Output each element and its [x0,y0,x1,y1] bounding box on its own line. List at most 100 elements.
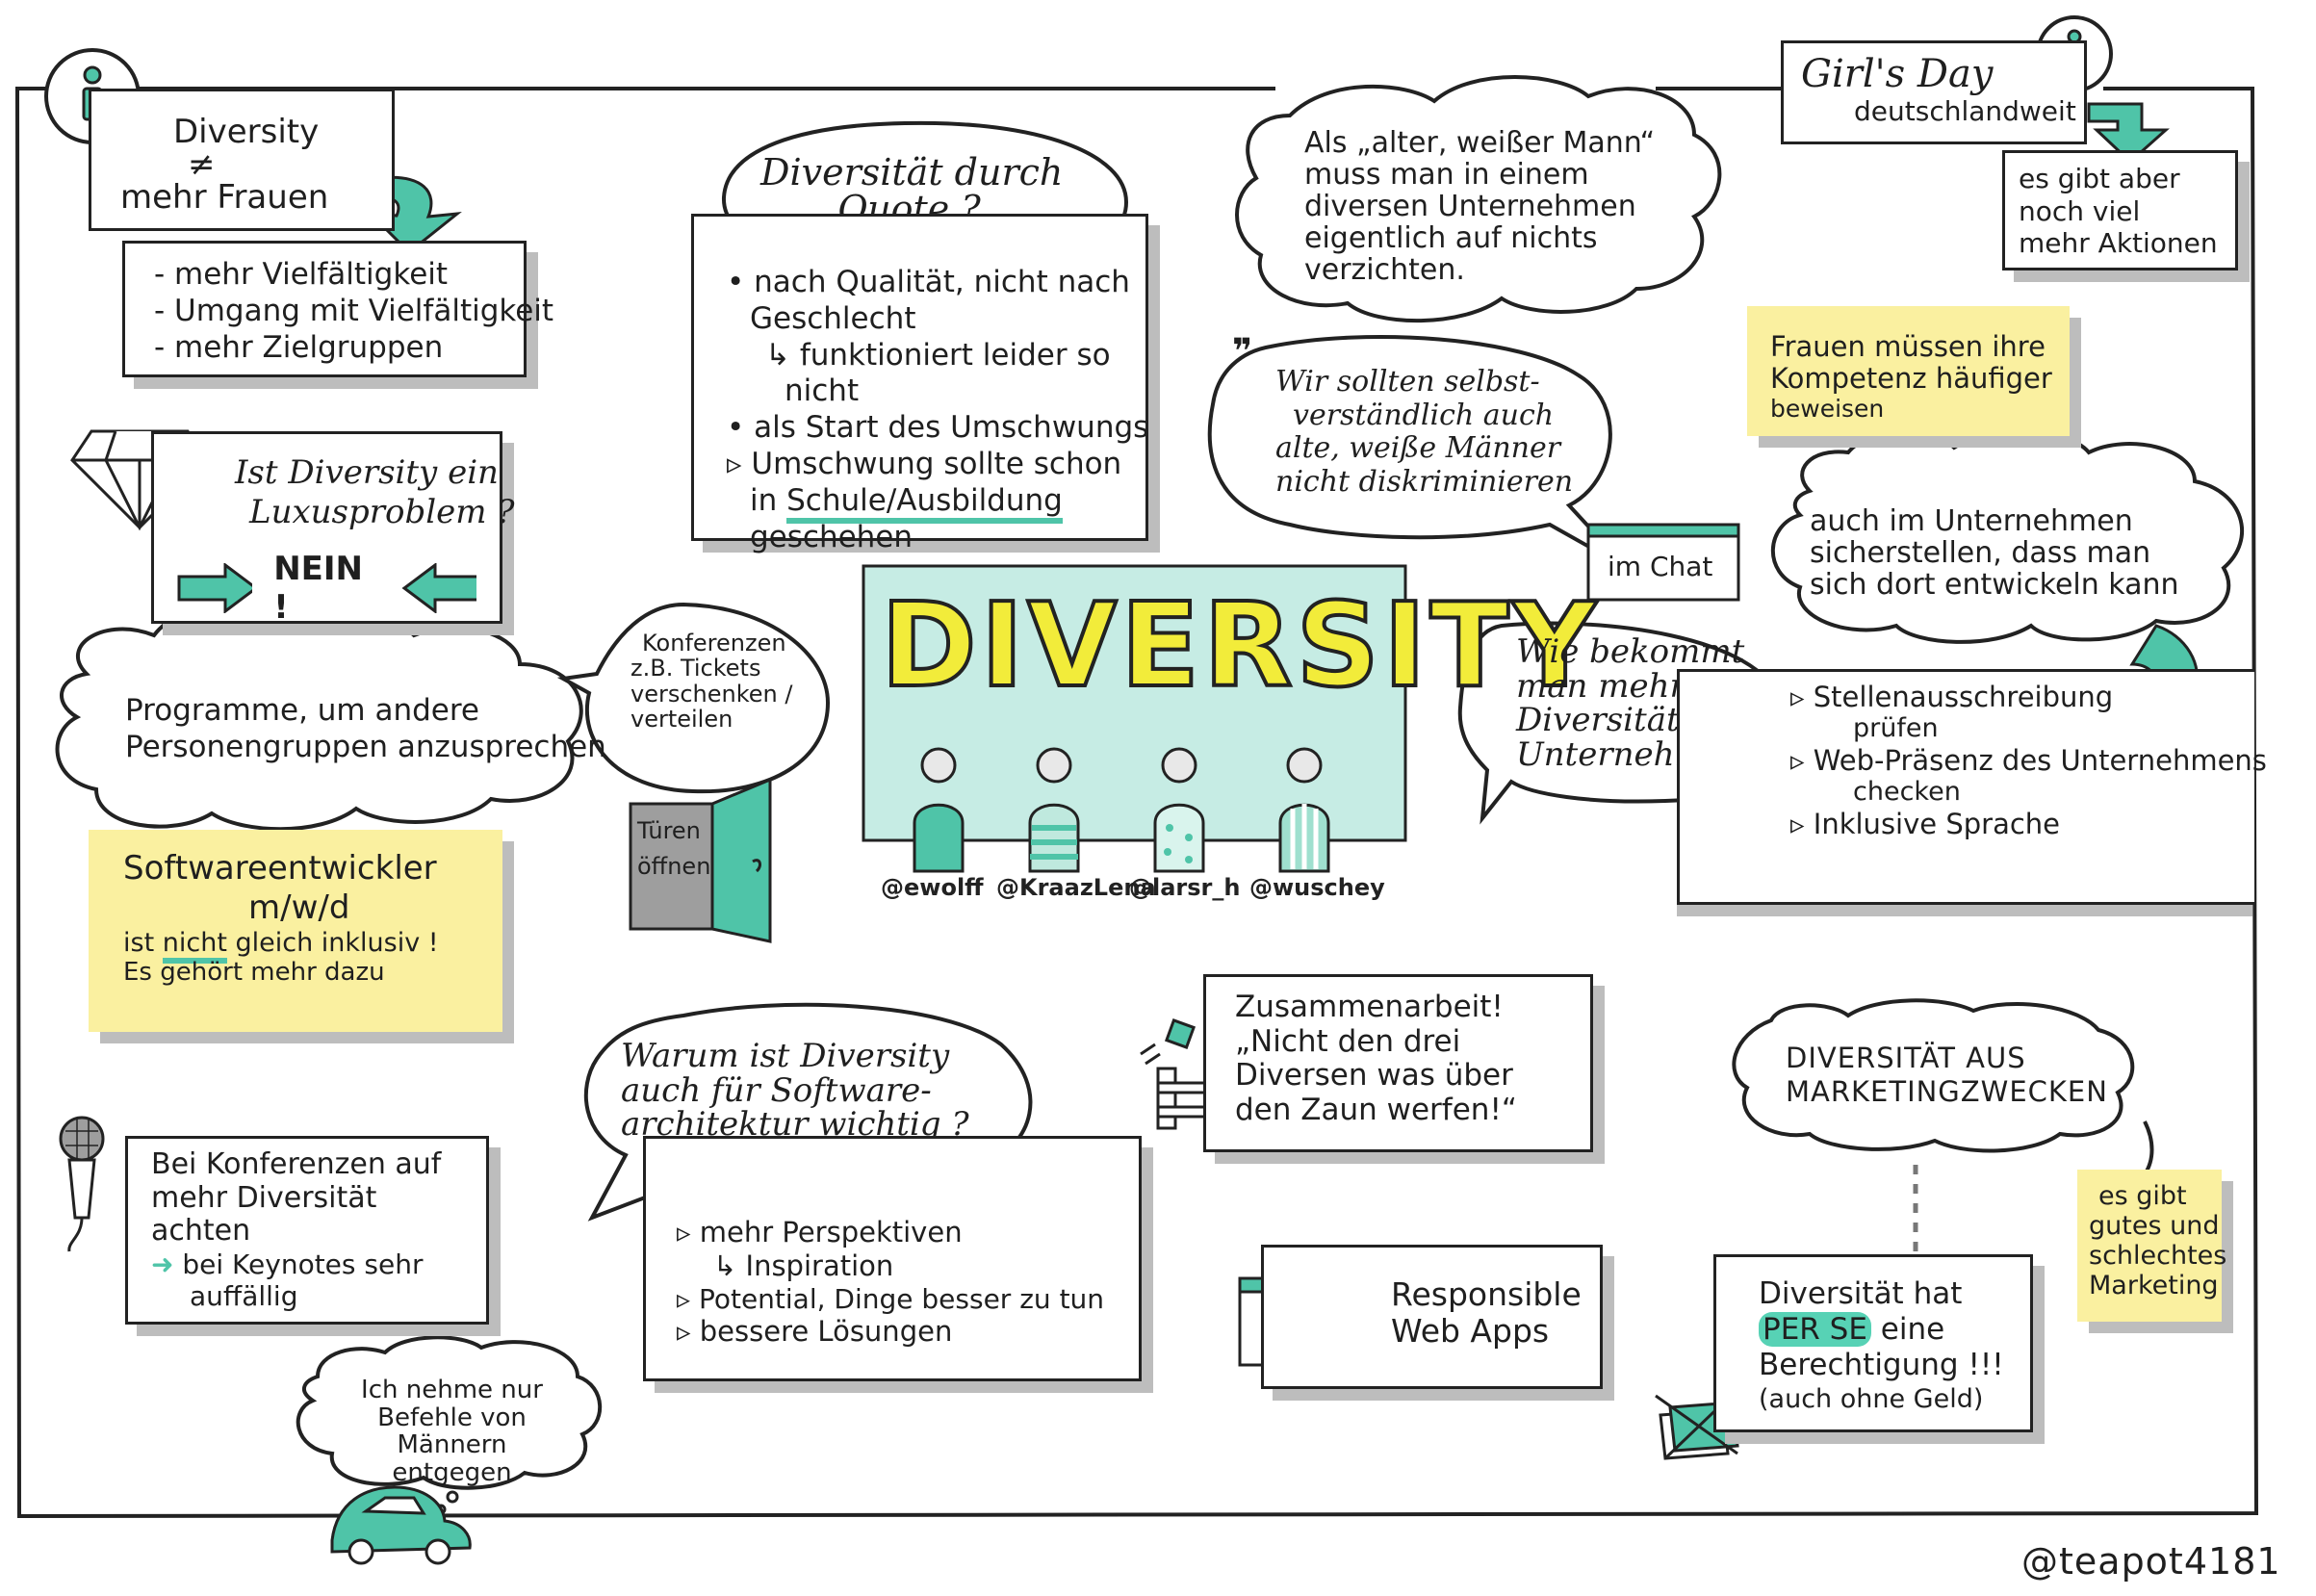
konferenzen-box-line: ➜ bei Keynotes sehr [151,1248,467,1281]
quote-list-item: geschehen [750,519,914,554]
frauen-note: Frauen müssen ihre Kompetenz häufiger be… [1747,306,2070,436]
zusammenarbeit-line: „Nicht den drei [1235,1023,1461,1059]
per-se-line: PER SE eine [1759,1312,2011,1348]
wie-line: Wie bekommt [1516,632,1745,671]
aktionen-box: es gibt aber noch viel mehr Aktionen [2002,150,2238,270]
per-se-highlight: PER SE [1759,1312,1871,1348]
per-se-line: (auch ohne Geld) [1759,1383,1984,1414]
chat-quote-mark: ❞ [1232,332,1253,372]
wie-list-shadow-box: ▹ Stellenausschreibung prüfen ▹ Web-Präs… [1677,669,2267,905]
quote-list-item: nicht [785,373,860,409]
konferenzen-bubble-line: verteilen [630,706,733,734]
chat-quote-line: Wir sollten selbst- [1275,365,1540,399]
luxus-question-line: Luxusproblem ? [249,492,515,531]
alter-mann-line: verzichten. [1304,253,1465,287]
girls-day-subtitle: deutschlandweit [1854,95,2076,127]
zusammenarbeit-line: Diversen was über [1235,1058,1513,1094]
marketing-line: DIVERSITÄT AUS [1786,1042,2026,1074]
software-note: Softwareentwickler m/w/d ist nicht gleic… [89,830,502,1032]
konferenzen-box: Bei Konferenzen auf mehr Diversität acht… [125,1136,489,1325]
programme-line: Programme, um andere [125,693,480,728]
zusammenarbeit-line: den Zaun werfen!“ [1235,1092,1517,1127]
alter-mann-line: eigentlich auf nichts [1304,221,1598,255]
unternehmen-text: auch im Unternehmen sicherstellen, dass … [1810,505,2179,601]
quote-line: Diversität durch [760,151,1064,193]
chat-bubble [1207,335,1629,570]
diversity-list-box: - mehr Vielfältigkeit - Umgang mit Vielf… [122,241,554,377]
handle-kraazlena: @KraazLena [996,874,1156,901]
diversity-list-item: - mehr Zielgruppen [154,329,444,365]
unternehmen-line: auch im Unternehmen [1810,504,2133,538]
responsible-line: Responsible [1391,1275,1582,1313]
alter-mann-line: muss man in einem [1304,158,1589,192]
chat-window-icon [1586,523,1740,602]
konferenzen-bubble-text: Konferenzen z.B. Tickets verschenken / v… [630,631,792,733]
arrow-left-icon [401,563,476,614]
arrow-right-icon [177,563,253,614]
handle-ewolff: @ewolff [881,874,984,901]
tueren-line: öffnen [637,853,711,881]
wie-list-item: ▹ Stellenausschreibung [1790,681,2114,713]
zusammenarbeit-line: Zusammenarbeit! [1235,990,1504,1024]
software-note-line2: m/w/d [248,888,350,927]
konferenzen-box-line: achten [151,1214,251,1248]
per-se-box: Diversität hat PER SE eine Berechtigung … [1713,1254,2033,1432]
neq-sign: ≠ [188,144,216,184]
konferenzen-bubble-line: verschenken / [630,680,793,708]
unternehmen-cloud [1770,429,2245,644]
warum-bubble-text: Warum ist Diversity auch für Software- a… [621,1039,969,1143]
konferenzen-bubble-line: z.B. Tickets [630,655,761,682]
diversity-title: DIVERSITY [879,578,1601,715]
alter-mann-cloud [1235,75,1722,323]
wie-bubble-text: Wie bekommt man mehr Diversität ins Unte… [1516,632,1774,773]
girls-day-title: Girl's Day [1801,52,1994,96]
wie-list-item: ▹ Web-Präsenz des Unternehmens [1790,744,2267,778]
quote-list-text: in [750,482,787,518]
quote-list-item: in Schule/Ausbildung [727,482,1117,524]
wie-list-item: ▹ Inklusive Sprache [1790,808,2061,841]
marketing-line: MARKETINGZWECKEN [1786,1074,2108,1108]
tueren-line: Türen [637,817,701,844]
luxus-box: Ist Diversity ein Luxusproblem ? NEIN ! [151,431,515,627]
door-icon [629,777,772,943]
people-icons [913,747,1330,873]
konferenzen-box-line: Bei Konferenzen auf [151,1147,442,1181]
software-note-line1: Softwareentwickler [123,849,437,888]
money-icon [1655,1392,1739,1460]
befehle-line: Ich nehme nur [361,1376,543,1404]
chat-quote-line: alte, weiße Männer [1275,431,1561,465]
programme-line: Personengruppen anzusprechen [125,729,606,764]
chat-quote-line: verständlich auch [1293,398,1555,432]
alter-mann-line: Als „alter, weißer Mann“ [1304,126,1656,160]
diversity-box-subtitle: mehr Frauen [120,177,329,217]
software-note-line3: ist nicht gleich inklusiv ! [123,927,468,964]
luxus-answer: NEIN ! [273,549,364,628]
microphone-icon [59,1116,105,1252]
frauen-note-line: beweisen [1770,394,1885,423]
thought-dot [446,1490,459,1504]
frauen-note-line: Frauen müssen ihre [1770,330,2046,363]
programme-text: Programme, um andere Personengruppen anz… [125,693,606,766]
quote-list-item: ▹ Umschwung sollte schon [727,447,1122,482]
per-se-line: Berechtigung !!! [1759,1348,2004,1383]
software-note-text: gleich inklusiv ! [226,927,439,958]
wie-list-item: prüfen [1853,713,1939,744]
konferenzen-box-line: auffällig [190,1280,298,1313]
aktionen-line: noch viel [2019,194,2141,227]
diversity-list-item: - Umgang mit Vielfältigkeit [154,293,554,328]
konferenzen-bubble-line: Konferenzen [642,630,786,656]
girls-day-box: Girl's Day deutschlandweit [1781,40,2087,144]
arrow-down-icon [2087,102,2170,165]
marketing-text: DIVERSITÄT AUS MARKETINGZWECKEN [1786,1042,2108,1109]
befehle-text: Ich nehme nur Befehle von Männern entgeg… [339,1377,565,1486]
quote-list-item: Geschlecht [750,300,916,336]
aktionen-line: es gibt aber [2019,163,2180,194]
befehle-line: Befehle von Männern [377,1403,527,1460]
marketing-note-line: es gibt [2098,1181,2187,1211]
luxus-question-line: Ist Diversity ein [235,453,499,492]
marketing-note-line: schlechtes [2089,1241,2227,1272]
unternehmen-line: sicherstellen, dass man [1810,536,2151,570]
warum-list-box: ▹ mehr Perspektiven ↳ Inspiration ▹ Pote… [643,1136,1142,1381]
